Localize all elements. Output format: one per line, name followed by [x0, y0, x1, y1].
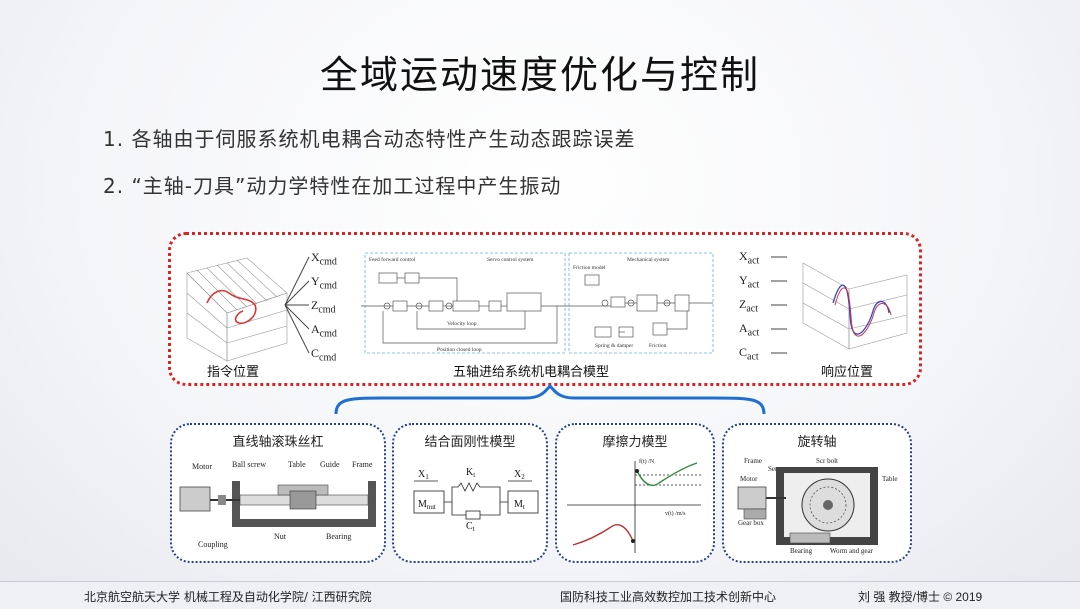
input-x-label: Xcmd — [311, 250, 337, 268]
slide-footer: 北京航空航天大学 机械工程及自动化学院/ 江西研究院 国防科技工业高效数控加工技… — [0, 581, 1080, 609]
output-y-label: Yact — [739, 273, 760, 291]
motor-label: Motor — [192, 462, 212, 471]
card-rotary-axis-title: 旋转轴 — [797, 435, 837, 450]
bullet-2: 2. “主轴-刀具”动力学特性在加工过程中产生振动 — [103, 174, 562, 198]
friction-y-axis-label: f(t) /N — [639, 458, 655, 465]
friction-curve-positive — [636, 462, 698, 487]
footer-institution: 北京航空航天大学 机械工程及自动化学院/ 江西研究院 — [84, 590, 372, 604]
table-label: Table — [288, 460, 306, 469]
response-trajectory-b — [834, 287, 892, 337]
feedforward-label: Feed forward control — [369, 256, 416, 263]
friction-x-axis-label: v(t) /m/s — [665, 510, 686, 517]
x1-label: X1 — [418, 469, 429, 481]
coupling-model-caption: 五轴进给系统机电耦合模型 — [453, 365, 610, 380]
command-position-plot — [186, 257, 288, 362]
command-trajectory — [206, 289, 257, 325]
m-nut-label: Mnut — [418, 499, 436, 511]
spring-damper-label: Spring & damper — [595, 343, 633, 349]
rotary-table-label: Table — [882, 475, 897, 483]
guide-label: Guide — [320, 460, 340, 469]
mechanical-label: Mechanical system — [627, 257, 670, 263]
slide-title: 全域运动速度优化与控制 — [319, 53, 760, 97]
response-position-plot — [802, 262, 908, 350]
response-trajectory-a — [832, 284, 890, 335]
x2-label: X2 — [514, 469, 525, 481]
friction-block-label: Friction — [649, 343, 667, 349]
output-z-label: Zact — [739, 297, 758, 315]
card-friction-model: 摩擦力模型 f(t) /N v(t) /m/s — [555, 423, 715, 563]
block-diagram: Feed forward control Servo control syste… — [361, 252, 714, 354]
ball-screw-label: Ball screw — [232, 460, 266, 469]
rotary-frame-label: Frame — [744, 457, 762, 465]
card-ball-screw-title: 直线轴滚珠丝杠 — [232, 435, 324, 450]
card-ball-screw: 直线轴滚珠丝杠 Motor Ball screw Table Guide Fra… — [170, 423, 386, 563]
nut-label: Nut — [274, 532, 287, 541]
card-rotary-axis: 旋转轴 Frame Sensor Scr bolt Motor Table Ge… — [722, 423, 912, 563]
grouping-brace — [334, 384, 766, 415]
gearbox-label: Gear box — [738, 519, 764, 527]
rotary-axis-diagram: Frame Sensor Scr bolt Motor Table Gear b… — [737, 457, 897, 555]
input-y-label: Ycmd — [311, 274, 337, 292]
output-a-label: Aact — [739, 321, 760, 339]
input-a-label: Acmd — [311, 322, 337, 340]
ball-screw-diagram: Motor Ball screw Table Guide Frame Coupl… — [179, 460, 376, 549]
output-x-label: Xact — [739, 249, 760, 267]
footer-author: 刘 强 教授/博士 © 2019 — [858, 590, 983, 604]
input-z-label: Zcmd — [311, 298, 336, 316]
c-label: Ct — [466, 521, 475, 533]
rotary-bearing-label: Bearing — [790, 547, 813, 555]
input-c-label: Ccmd — [311, 346, 337, 364]
bearing-label: Bearing — [326, 532, 351, 541]
joint-stiffness-diagram: X1 X2 Kt Ct Mnut Mt — [413, 467, 539, 533]
coupling-model-panel: 指令位置 Xcmd Ycmd Zcmd Acmd Ccmd — [168, 232, 922, 386]
card-joint-stiffness-title: 结合面刚性模型 — [424, 435, 516, 450]
card-friction-model-title: 摩擦力模型 — [602, 435, 668, 450]
card-joint-stiffness: 结合面刚性模型 X1 X2 Kt Ct Mnut Mt — [392, 423, 548, 563]
friction-curve-negative — [572, 523, 634, 546]
response-position-caption: 响应位置 — [821, 365, 874, 380]
coupling-label: Coupling — [198, 540, 228, 549]
m-t-label: Mt — [514, 499, 525, 511]
frame-label: Frame — [352, 460, 373, 469]
friction-model-label: Friction model — [573, 265, 606, 271]
servo-label: Servo control system — [487, 257, 534, 263]
command-position-caption: 指令位置 — [207, 365, 260, 380]
scr-bolt-label: Scr bolt — [816, 457, 838, 465]
output-c-label: Cact — [739, 345, 759, 363]
worm-gear-label: Worm and gear — [830, 547, 874, 555]
friction-curve-diagram: f(t) /N v(t) /m/s — [567, 458, 701, 553]
velocity-loop-label: Velocity loop — [447, 321, 477, 327]
bullet-1: 1. 各轴由于伺服系统机电耦合动态特性产生动态跟踪误差 — [103, 127, 636, 151]
k-label: Kt — [466, 467, 475, 479]
position-loop-label: Position closed loop — [437, 347, 482, 353]
rotary-motor-label: Motor — [740, 475, 758, 483]
output-arrows — [771, 256, 787, 354]
footer-center: 国防科技工业高效数控加工技术创新中心 — [560, 590, 777, 604]
input-arrows — [284, 256, 310, 354]
